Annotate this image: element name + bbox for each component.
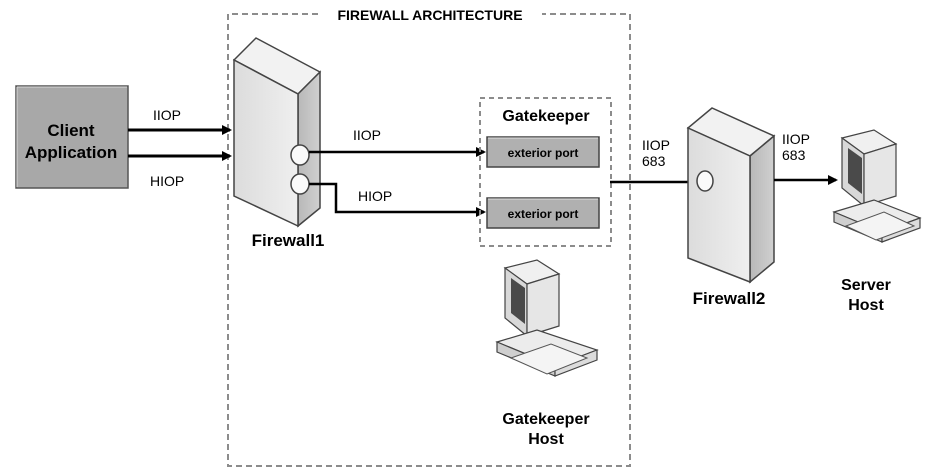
client-iiop-label: IIOP: [153, 107, 181, 123]
firewall1-port-bottom: [290, 173, 310, 195]
client-label-line2: Application: [25, 143, 118, 162]
gatekeeper-host-label-line2: Host: [528, 431, 564, 448]
client-to-firewall1-arrows: IIOP HIOP: [128, 107, 232, 189]
firewall2-in-port-label: 683: [642, 153, 666, 169]
gatekeeper-host-label-line1: Gatekeeper: [502, 411, 589, 428]
firewall2-port: [696, 170, 714, 192]
exterior-port-top-label: exterior port: [508, 146, 579, 160]
client-label-line1: Client: [47, 121, 95, 140]
exterior-port-bottom: exterior port: [486, 197, 600, 229]
firewall2-label: Firewall2: [693, 289, 766, 308]
firewall2-tower-icon: [686, 107, 776, 284]
firewall1-tower-icon: [232, 37, 322, 228]
client-hiop-label: HIOP: [150, 173, 184, 189]
exterior-port-top: exterior port: [486, 136, 600, 168]
server-host-computer-icon: [832, 129, 922, 243]
gatekeeper-host-computer-icon: [495, 259, 599, 377]
firewall1-iiop-label: IIOP: [353, 127, 381, 143]
firewall1-hiop-label: HIOP: [358, 188, 392, 204]
firewall2-out-port-label: 683: [782, 147, 806, 163]
firewall1-to-gatekeeper-arrows: IIOP HIOP: [309, 127, 486, 217]
exterior-port-bottom-label: exterior port: [508, 207, 579, 221]
gatekeeper-to-firewall2-arrow: IIOP 683: [610, 137, 700, 187]
firewall1-port-top: [290, 144, 310, 166]
server-host-label-line2: Host: [848, 297, 884, 314]
firewall-architecture-frame: FIREWALL ARCHITECTURE: [227, 7, 631, 467]
server-host-label-line1: Server: [841, 277, 891, 294]
gatekeeper-title: Gatekeeper: [502, 108, 589, 125]
firewall2-in-proto-label: IIOP: [642, 137, 670, 153]
firewall2-to-server-arrow: IIOP 683: [774, 131, 838, 185]
client-application-box: Client Application: [15, 85, 129, 189]
firewall2-out-proto-label: IIOP: [782, 131, 810, 147]
gatekeeper-box: Gatekeeper exterior port exterior port: [479, 97, 612, 247]
frame-title: FIREWALL ARCHITECTURE: [337, 7, 522, 23]
firewall1-label: Firewall1: [252, 231, 325, 250]
